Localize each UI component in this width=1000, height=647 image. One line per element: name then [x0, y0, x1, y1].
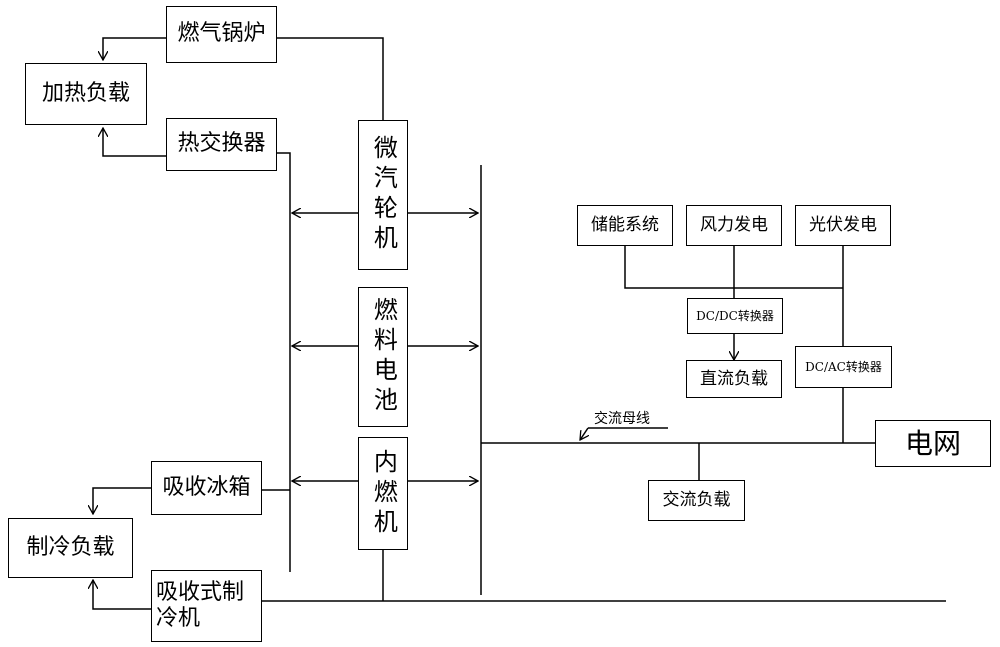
absorption-icebox-box: 吸收冰箱 [151, 461, 262, 515]
dcdc-converter-label: DC/DC转换器 [696, 308, 774, 323]
line-chiller-cooling [93, 580, 151, 610]
energy-storage-box: 储能系统 [577, 205, 673, 246]
line-boiler-turbine [277, 37, 384, 120]
ac-load-label: 交流负载 [662, 490, 731, 511]
ac-load-box: 交流负载 [648, 480, 745, 521]
dc-load-box: 直流负载 [686, 360, 782, 398]
grid-box: 电网 [875, 420, 991, 467]
wind-power-box: 风力发电 [686, 205, 782, 246]
absorption-icebox-label: 吸收冰箱 [162, 474, 251, 500]
cooling-load-label: 制冷负载 [26, 534, 115, 560]
heat-exchanger-label: 热交换器 [177, 131, 266, 157]
ice-engine-label: 内燃机 [369, 448, 398, 539]
line-exchanger-bus [277, 152, 291, 572]
micro-turbine-label: 微汽轮机 [369, 135, 398, 255]
grid-label: 电网 [904, 426, 961, 460]
cooling-load-box: 制冷负载 [8, 518, 133, 578]
heating-load-box: 加热负载 [25, 63, 147, 125]
dc-load-label: 直流负载 [700, 368, 768, 389]
fuel-cell-label: 燃料电池 [369, 297, 398, 417]
pv-power-label: 光伏发电 [809, 215, 877, 236]
wind-power-label: 风力发电 [700, 215, 768, 236]
micro-turbine-box: 微汽轮机 [358, 120, 408, 270]
absorption-chiller-label: 吸收式制冷机 [156, 579, 245, 631]
gas-boiler-box: 燃气锅炉 [166, 6, 277, 63]
energy-storage-label: 储能系统 [591, 215, 659, 236]
line-storage [624, 246, 843, 289]
line-icebox-cooling [93, 487, 151, 514]
gas-boiler-label: 燃气锅炉 [177, 21, 266, 47]
ac-bus-label-pointer [580, 427, 588, 440]
line-exchanger-heating [103, 128, 166, 157]
heat-exchanger-box: 热交换器 [166, 118, 277, 171]
dcac-converter-label: DC/AC转换器 [805, 359, 882, 374]
pv-power-box: 光伏发电 [795, 205, 891, 246]
ac-bus-label: 交流母线 [594, 411, 650, 427]
dcac-converter-box: DC/AC转换器 [795, 346, 892, 388]
heating-load-label: 加热负载 [41, 80, 130, 106]
absorption-chiller-box: 吸收式制冷机 [151, 570, 262, 642]
line-boiler-heating [103, 37, 166, 60]
fuel-cell-box: 燃料电池 [358, 287, 408, 427]
ice-engine-box: 内燃机 [358, 437, 408, 550]
dcdc-converter-box: DC/DC转换器 [687, 298, 783, 334]
